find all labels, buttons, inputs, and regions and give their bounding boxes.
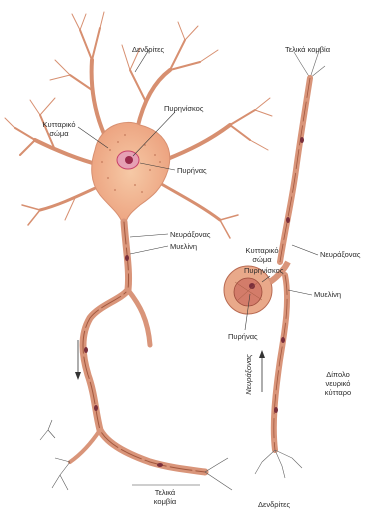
label-nucleolus-right: Πυρηνίσκος xyxy=(244,266,283,275)
label-bipolar-line1: Δίπολο xyxy=(313,370,363,379)
label-bipolar-neuron: Δίπολο νευρικό κύτταρο xyxy=(313,370,363,397)
label-terminals-left-line2: κομβία xyxy=(145,497,185,506)
label-bipolar-line2: νευρικό xyxy=(313,379,363,388)
label-nucleolus: Πυρηνίσκος xyxy=(164,104,203,113)
label-myelin-left: Μυελίνη xyxy=(170,242,197,251)
label-vertical-axon: Νευράξονας xyxy=(244,354,253,395)
label-cell-body-right-line1: Κυτταρικό xyxy=(240,246,284,255)
label-nucleus-left: Πυρήνας xyxy=(177,166,207,175)
label-cell-body-left-line2: σώμα xyxy=(34,129,84,138)
label-nucleus-right: Πυρήνας xyxy=(228,332,258,341)
label-bipolar-line3: κύτταρο xyxy=(313,388,363,397)
axon-left xyxy=(70,222,205,472)
label-terminals-left-line1: Τελικά xyxy=(145,488,185,497)
label-dendrites-bottom: Δενδρίτες xyxy=(258,500,290,509)
nucleolus-left xyxy=(125,156,133,164)
label-terminals-right: Τελικά κομβία xyxy=(285,45,330,54)
dendrites-bottom-right xyxy=(255,450,302,478)
label-cell-body-right-line2: σώμα xyxy=(240,255,284,264)
label-axon-right: Νευράξονας xyxy=(320,250,361,259)
label-terminals-left: Τελικά κομβία xyxy=(145,488,185,506)
cell-body-left xyxy=(92,122,170,222)
label-myelin-right: Μυελίνη xyxy=(314,290,341,299)
label-axon-left: Νευράξονας xyxy=(170,230,211,239)
multipolar-neuron xyxy=(5,12,272,490)
label-cell-body-left-line1: Κυτταρικό xyxy=(34,120,84,129)
nucleolus-right xyxy=(249,283,255,289)
label-cell-body-left: Κυτταρικό σώμα xyxy=(34,120,84,138)
label-cell-body-right: Κυτταρικό σώμα xyxy=(240,246,284,264)
label-dendrites: Δενδρίτες xyxy=(132,45,164,54)
